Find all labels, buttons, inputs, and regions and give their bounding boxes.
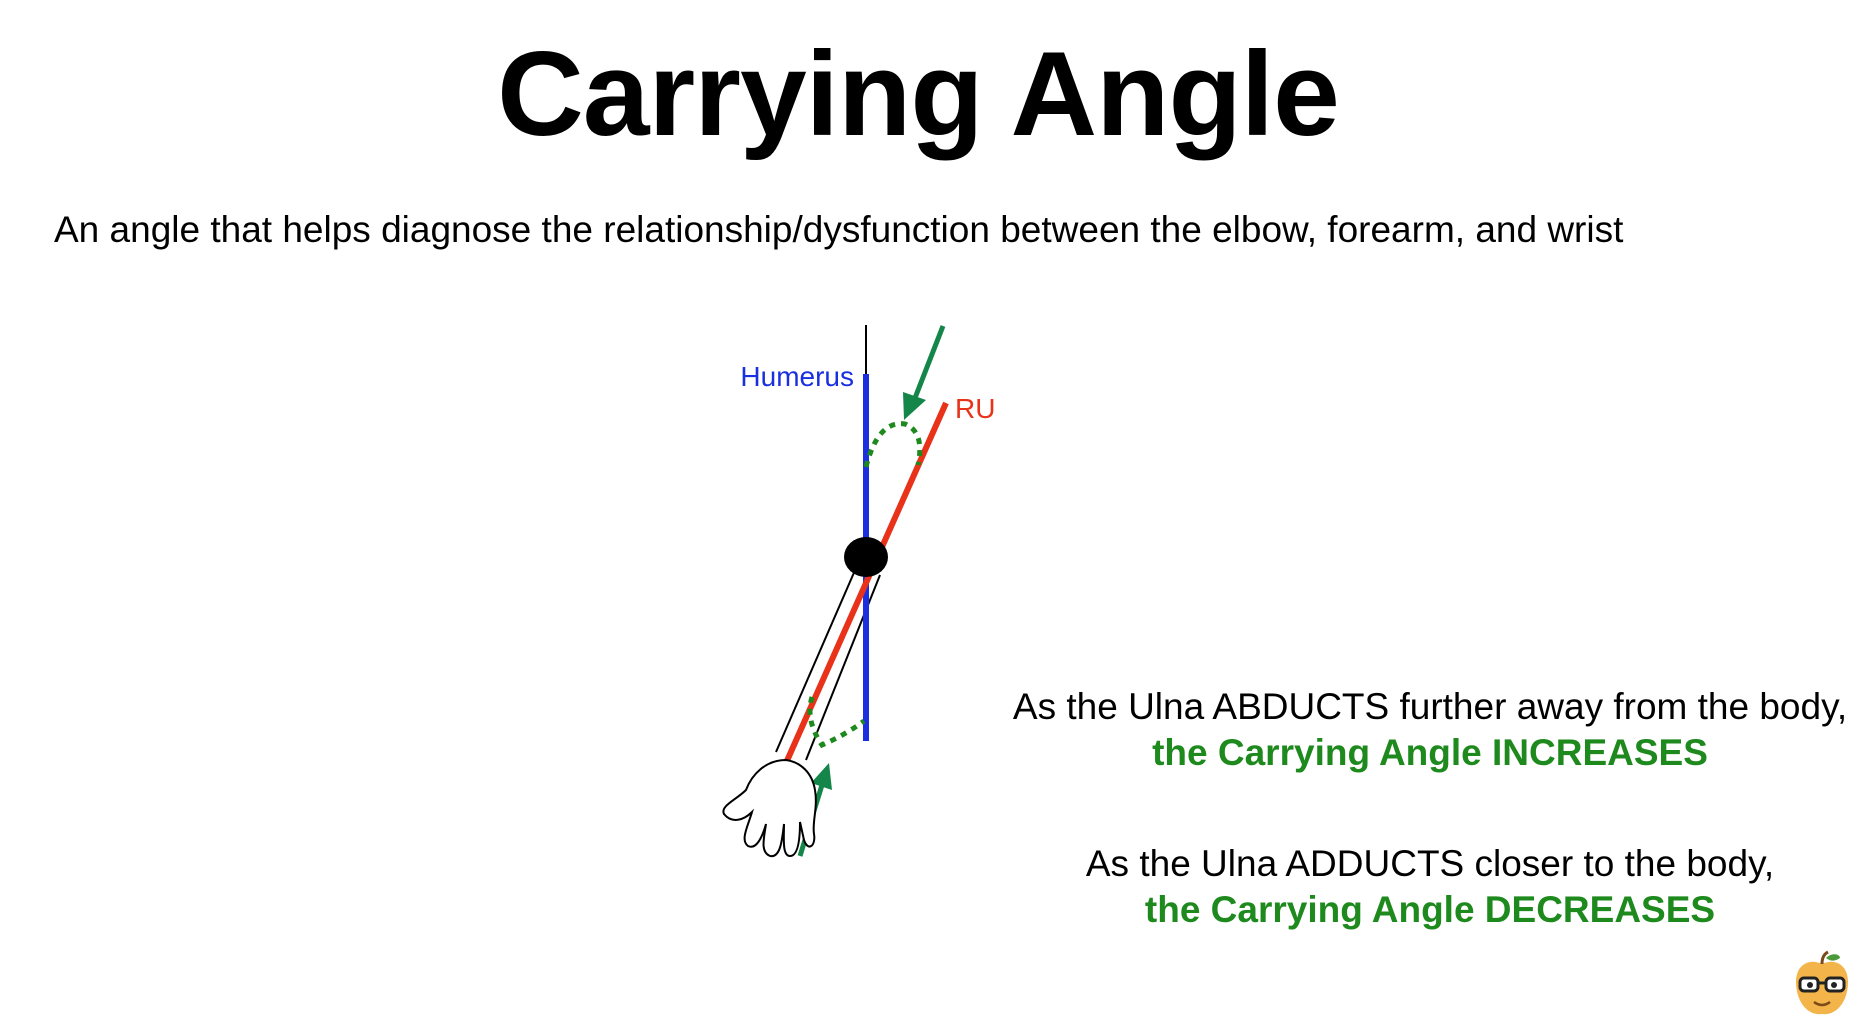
- ru-label: RU: [955, 393, 995, 424]
- abduct-note: As the Ulna ABDUCTS further away from th…: [980, 684, 1872, 776]
- lower-arrow-head: [811, 763, 832, 790]
- adduct-note-statement: As the Ulna ADDUCTS closer to the body,: [1085, 843, 1775, 884]
- adduct-note-result: the Carrying Angle DECREASES: [1144, 889, 1716, 930]
- apple-with-glasses-icon: [1796, 950, 1848, 1015]
- upper-arrow-head: [903, 392, 926, 420]
- lower-angle-arc: [807, 696, 866, 749]
- forearm-outline-left: [775, 567, 857, 753]
- abduct-note-result: the Carrying Angle INCREASES: [1152, 732, 1708, 773]
- upper-arrow-shaft: [912, 325, 946, 399]
- upper-angle-arc: [863, 421, 923, 468]
- elbow-joint: [844, 537, 888, 577]
- slide-title: Carrying Angle: [497, 27, 1340, 161]
- subtitle-definition: An angle that helps diagnose the relatio…: [54, 209, 1624, 250]
- hand-outline: [722, 758, 817, 858]
- adduct-note: As the Ulna ADDUCTS closer to the body, …: [980, 841, 1872, 933]
- abduct-note-statement: As the Ulna ABDUCTS further away from th…: [1012, 686, 1848, 727]
- humerus-label: Humerus: [740, 361, 854, 392]
